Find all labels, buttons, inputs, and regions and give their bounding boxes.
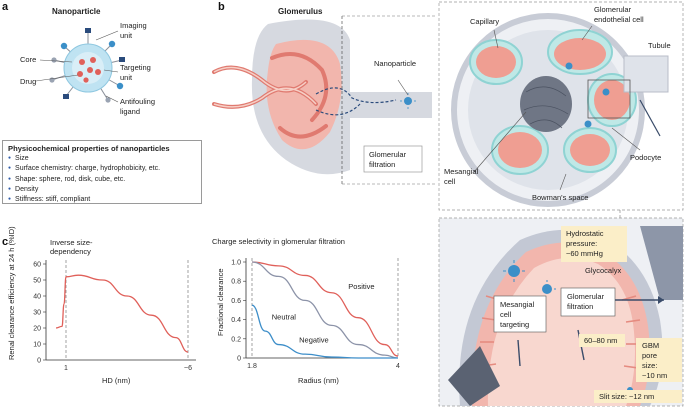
chart1-clearance-line xyxy=(55,274,189,353)
chart1-ytick-label: 30 xyxy=(33,310,41,317)
chart2-ytick-label: 0.4 xyxy=(231,317,241,324)
chart2-label-positive: Positive xyxy=(348,282,374,291)
hydrostatic-3: ~60 mmHg xyxy=(566,249,603,258)
label-podocyte: Podocyte xyxy=(630,153,661,162)
glomerular-filtration-1: Glomerular xyxy=(369,150,407,159)
label-slit-size: Slit size: ~12 nm xyxy=(599,392,654,401)
gbm-2: pore xyxy=(642,351,657,360)
chart2-ytick-label: 0.6 xyxy=(231,298,241,305)
properties-box: Physicochemical properties of nanopartic… xyxy=(2,140,202,204)
properties-title: Physicochemical properties of nanopartic… xyxy=(8,144,170,153)
panel-letter-a: a xyxy=(2,1,9,13)
label-core: Core xyxy=(20,55,36,64)
label-antifouling-2: ligand xyxy=(120,107,140,116)
glomerular-filtration-2: filtration xyxy=(369,160,395,169)
property-stiffness: Stiffness: stiff, compliant xyxy=(8,195,196,205)
chart2-line-neutral xyxy=(251,261,399,359)
chart2-ytick-label: 0.2 xyxy=(231,336,241,343)
chart1-ylabel: Renal clearance efficiency at 24 h (%ID) xyxy=(7,226,16,360)
chart1-ticks: 0 10 20 30 40 50 60 1 ~6 xyxy=(33,262,192,373)
label-targeting-unit-1: Targeting xyxy=(120,63,151,72)
chart2-ylabel: Fractional clearance xyxy=(216,268,225,336)
cross-section-panel xyxy=(438,1,684,218)
chart2-ticks: 0 0.2 0.4 0.6 0.8 1.0 1.8 4 xyxy=(231,260,400,371)
hydrostatic-1: Hydrostatic xyxy=(566,229,604,238)
gbm-note xyxy=(636,338,682,382)
mesangial-targeting-2: cell xyxy=(500,310,512,319)
slit-note xyxy=(594,390,682,403)
zoom-filtration-2: filtration xyxy=(567,302,593,311)
chart1-ytick-label: 50 xyxy=(33,278,41,285)
chart2-title: Charge selectivity in glomerular filtrat… xyxy=(212,237,345,246)
cross-section-leaders xyxy=(473,25,641,191)
panel-letter-b: b xyxy=(218,1,225,13)
chart2-xtick-label: 1.8 xyxy=(247,363,257,370)
glomerulus-illustration xyxy=(212,15,436,185)
nanoparticle-title: Nanoparticle xyxy=(52,7,101,16)
label-fenestra: 60–80 nm xyxy=(584,336,617,345)
hydrostatic-note xyxy=(561,226,627,262)
nanoparticle-leaders xyxy=(35,30,119,103)
properties-list: Size Surface chemistry: charge, hydropho… xyxy=(8,154,196,205)
chart2-xtick-label: 4 xyxy=(396,363,400,370)
chart2-ytick-label: 0.8 xyxy=(231,279,241,286)
chart1-ytick-label: 60 xyxy=(33,262,41,269)
chart2-ytick-label: 0 xyxy=(237,356,241,363)
chart1-ytick-label: 20 xyxy=(33,326,41,333)
label-glomerulus-nanoparticle: Nanoparticle xyxy=(374,59,416,68)
label-drug: Drug xyxy=(20,77,36,86)
label-endothelial-2: endothelial cell xyxy=(594,15,644,24)
label-imaging-unit-1: Imaging xyxy=(120,21,147,30)
chart2-line-positive xyxy=(251,261,399,357)
chart2-label-neutral: Neutral xyxy=(272,313,297,322)
label-mesangial-cell-1: Mesangial xyxy=(444,167,479,176)
glomerulus-title: Glomerulus xyxy=(278,7,323,16)
label-mesangial-cell-2: cell xyxy=(444,177,456,186)
mesangial-targeting-3: targeting xyxy=(500,320,529,329)
gbm-3: size: xyxy=(642,361,657,370)
chart2-ytick-label: 1.0 xyxy=(231,260,241,267)
label-glycocalyx: Glycocalyx xyxy=(585,266,622,275)
nanoparticle-illustration xyxy=(49,28,125,103)
chart1-lines xyxy=(55,274,189,353)
chart2-xlabel: Radius (nm) xyxy=(298,376,339,385)
panel-letter-c: c xyxy=(2,236,8,248)
hydrostatic-2: pressure: xyxy=(566,239,597,248)
chart1-axes xyxy=(45,260,196,361)
gbm-4: ~10 nm xyxy=(642,371,667,380)
label-capillary: Capillary xyxy=(470,17,499,26)
label-bowmans-space: Bowman's space xyxy=(532,193,588,202)
glomerular-filtration-box xyxy=(363,145,423,173)
label-antifouling-1: Antifouling xyxy=(120,97,155,106)
property-density: Density xyxy=(8,185,196,195)
chart2-lines xyxy=(251,261,399,359)
chart1-annotation-2: dependency xyxy=(50,247,91,256)
glomerular-filtration-zoom-box xyxy=(560,287,616,317)
fenestra-note xyxy=(579,334,625,347)
chart2-label-negative: Negative xyxy=(299,336,329,345)
chart1-xlabel: HD (nm) xyxy=(102,376,131,385)
label-targeting-unit-2: unit xyxy=(120,73,133,82)
property-surface-chemistry: Surface chemistry: charge, hydrophobicit… xyxy=(8,164,196,174)
label-tubule: Tubule xyxy=(648,41,671,50)
property-size: Size xyxy=(8,154,196,164)
property-shape: Shape: sphere, rod, disk, cube, etc. xyxy=(8,175,196,185)
gbm-1: GBM xyxy=(642,341,659,350)
chart1-annotation-1: Inverse size- xyxy=(50,238,93,247)
label-endothelial-1: Glomerular xyxy=(594,5,632,14)
renal-clearance-chart: 0 10 20 30 40 50 60 1 ~6 Inverse size- dependenc… xyxy=(7,226,196,385)
mesangial-targeting-box xyxy=(493,295,547,333)
chart1-ytick-label: 40 xyxy=(33,294,41,301)
chart2-line-negative xyxy=(251,304,398,359)
charge-selectivity-chart: Charge selectivity in glomerular filtrat… xyxy=(212,237,400,385)
chart1-xtick-label: 1 xyxy=(64,365,68,372)
chart1-xtick-label: ~6 xyxy=(184,365,192,372)
chart1-ytick-label: 0 xyxy=(37,358,41,365)
mesangial-targeting-1: Mesangial xyxy=(500,300,535,309)
chart1-ytick-label: 10 xyxy=(33,342,41,349)
label-imaging-unit-2: unit xyxy=(120,31,133,40)
zoom-filtration-1: Glomerular xyxy=(567,292,605,301)
